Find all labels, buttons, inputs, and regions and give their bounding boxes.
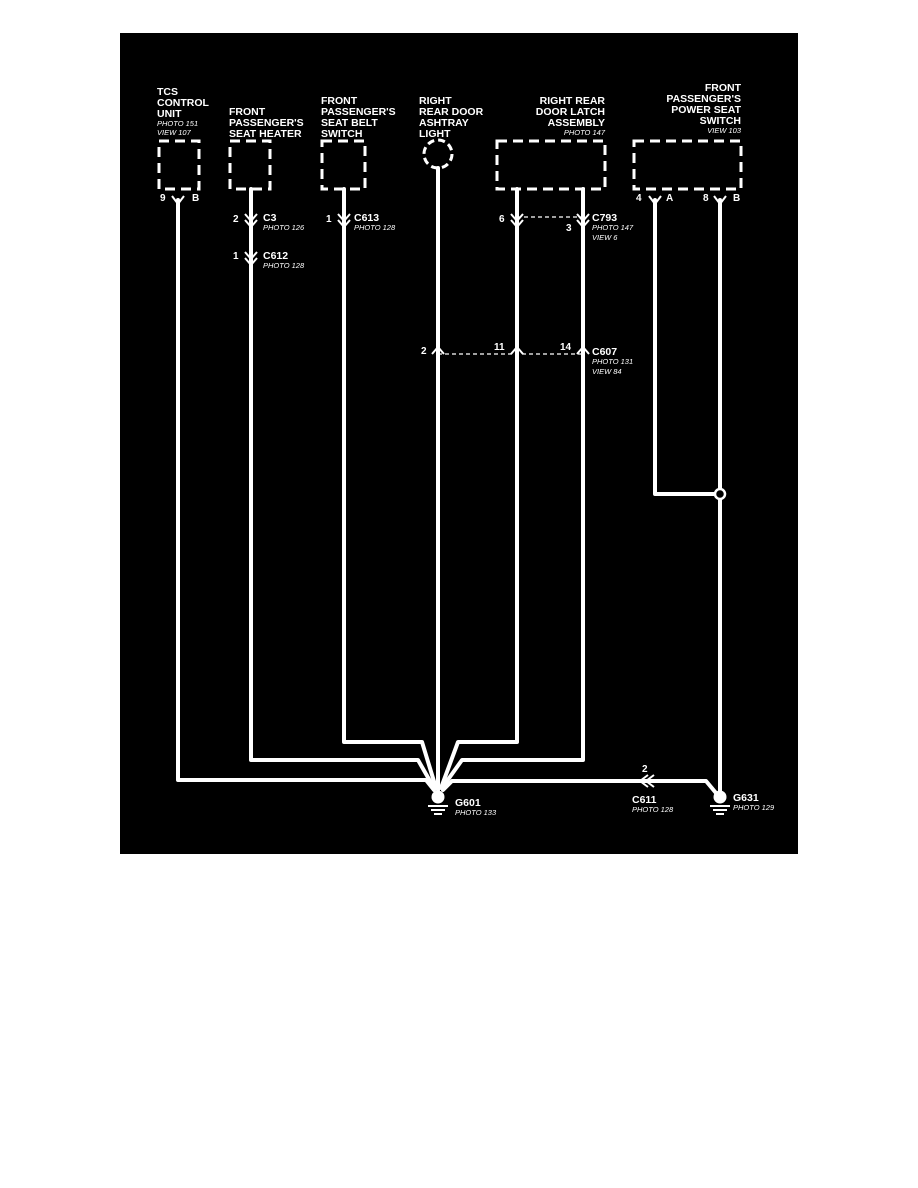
ashtray-label-line-3: ASHTRAY — [419, 117, 469, 129]
g601-photo-ref: PHOTO 133 — [455, 808, 497, 817]
c793-view-ref: VIEW 6 — [592, 233, 618, 242]
door-latch-photo-ref: PHOTO 147 — [564, 128, 606, 137]
door-latch-label-line-1: RIGHT REAR — [540, 95, 606, 107]
wire-g631-to-g601 — [441, 779, 718, 795]
diagram-background — [120, 33, 798, 854]
tcs-label-line-1: TCS — [157, 86, 178, 98]
c3-photo-ref: PHOTO 126 — [263, 223, 305, 232]
power-seat-pin-a: A — [666, 193, 673, 204]
c612-photo-ref: PHOTO 128 — [263, 261, 305, 270]
power-seat-switch-box — [632, 139, 743, 191]
c612-pin-number: 1 — [233, 251, 239, 262]
c611-connector-name: C611 — [632, 794, 657, 806]
g631-ground-symbol — [710, 790, 730, 815]
seat-belt-label-line-4: SWITCH — [321, 128, 362, 140]
tcs-control-unit-box — [157, 139, 201, 191]
c611-photo-ref: PHOTO 128 — [632, 805, 674, 814]
c793-pin-a: 6 — [499, 214, 505, 225]
power-seat-pin-8: 8 — [703, 193, 709, 204]
g631-ground-name: G631 — [733, 792, 759, 804]
c613-connector-name: C613 — [354, 212, 379, 224]
seat-heater-label-line-3: SEAT HEATER — [229, 128, 302, 140]
door-latch-label-line-3: ASSEMBLY — [548, 117, 605, 129]
seat-belt-label-line-2: PASSENGER'S — [321, 106, 396, 118]
wire-seat-belt-to-g601 — [342, 187, 438, 790]
g601-ground-symbol — [428, 790, 448, 815]
power-seat-pin-b: B — [733, 193, 740, 204]
tcs-pin-b: B — [192, 193, 199, 204]
ashtray-label-line-1: RIGHT — [419, 95, 452, 107]
wire-seat-heater-to-g601 — [249, 187, 436, 790]
tcs-photo-ref: PHOTO 151 — [157, 119, 198, 128]
seat-heater-box — [228, 139, 272, 191]
ashtray-label-line-4: LIGHT — [419, 128, 451, 140]
tcs-label-line-3: UNIT — [157, 108, 182, 120]
door-latch-label-line-2: DOOR LATCH — [536, 106, 605, 118]
wire-power-seat-pin-a — [653, 198, 722, 496]
c607-pin-b: 11 — [494, 342, 505, 353]
g631-photo-ref: PHOTO 129 — [733, 803, 775, 812]
tcs-pin-9: 9 — [160, 193, 166, 204]
c793-connector-name: C793 — [592, 212, 617, 224]
c793-pin-b: 3 — [566, 223, 572, 234]
power-seat-pin-4: 4 — [636, 193, 642, 204]
ashtray-light-bulb — [422, 138, 454, 170]
c613-photo-ref: PHOTO 128 — [354, 223, 396, 232]
power-seat-view-ref: VIEW 103 — [707, 126, 742, 135]
seat-belt-label-line-1: FRONT — [321, 95, 358, 107]
c3-pin-number: 2 — [233, 214, 239, 225]
c613-pin-number: 1 — [326, 214, 332, 225]
wire-latch-pin6-to-g601 — [439, 187, 519, 790]
c607-view-ref: VIEW 84 — [592, 367, 622, 376]
c612-connector-name: C612 — [263, 250, 288, 262]
power-seat-label-line-2: PASSENGER'S — [666, 93, 741, 105]
c793-photo-ref: PHOTO 147 — [592, 223, 634, 232]
c607-pin-c: 14 — [560, 342, 572, 353]
seat-heater-label-line-1: FRONT — [229, 106, 266, 118]
seat-belt-label-line-3: SEAT BELT — [321, 117, 378, 129]
ashtray-label-line-2: REAR DOOR — [419, 106, 484, 118]
power-seat-label-line-3: POWER SEAT — [671, 104, 741, 116]
power-seat-label-line-1: FRONT — [705, 82, 742, 94]
door-latch-assembly-box — [495, 139, 607, 191]
tcs-label-line-2: CONTROL — [157, 97, 209, 109]
power-seat-label-line-4: SWITCH — [700, 115, 741, 127]
g601-ground-name: G601 — [455, 797, 481, 809]
c3-connector-name: C3 — [263, 212, 277, 224]
seat-heater-label-line-2: PASSENGER'S — [229, 117, 304, 129]
splice-point — [713, 487, 727, 501]
connector-markers — [171, 195, 727, 788]
wire-latch-pin3-to-g601 — [440, 187, 585, 790]
c607-photo-ref: PHOTO 131 — [592, 357, 633, 366]
tcs-view-ref: VIEW 107 — [157, 128, 192, 137]
c611-pin-number: 2 — [642, 764, 648, 775]
c607-connector-name: C607 — [592, 346, 617, 358]
c607-pin-a: 2 — [421, 346, 427, 357]
